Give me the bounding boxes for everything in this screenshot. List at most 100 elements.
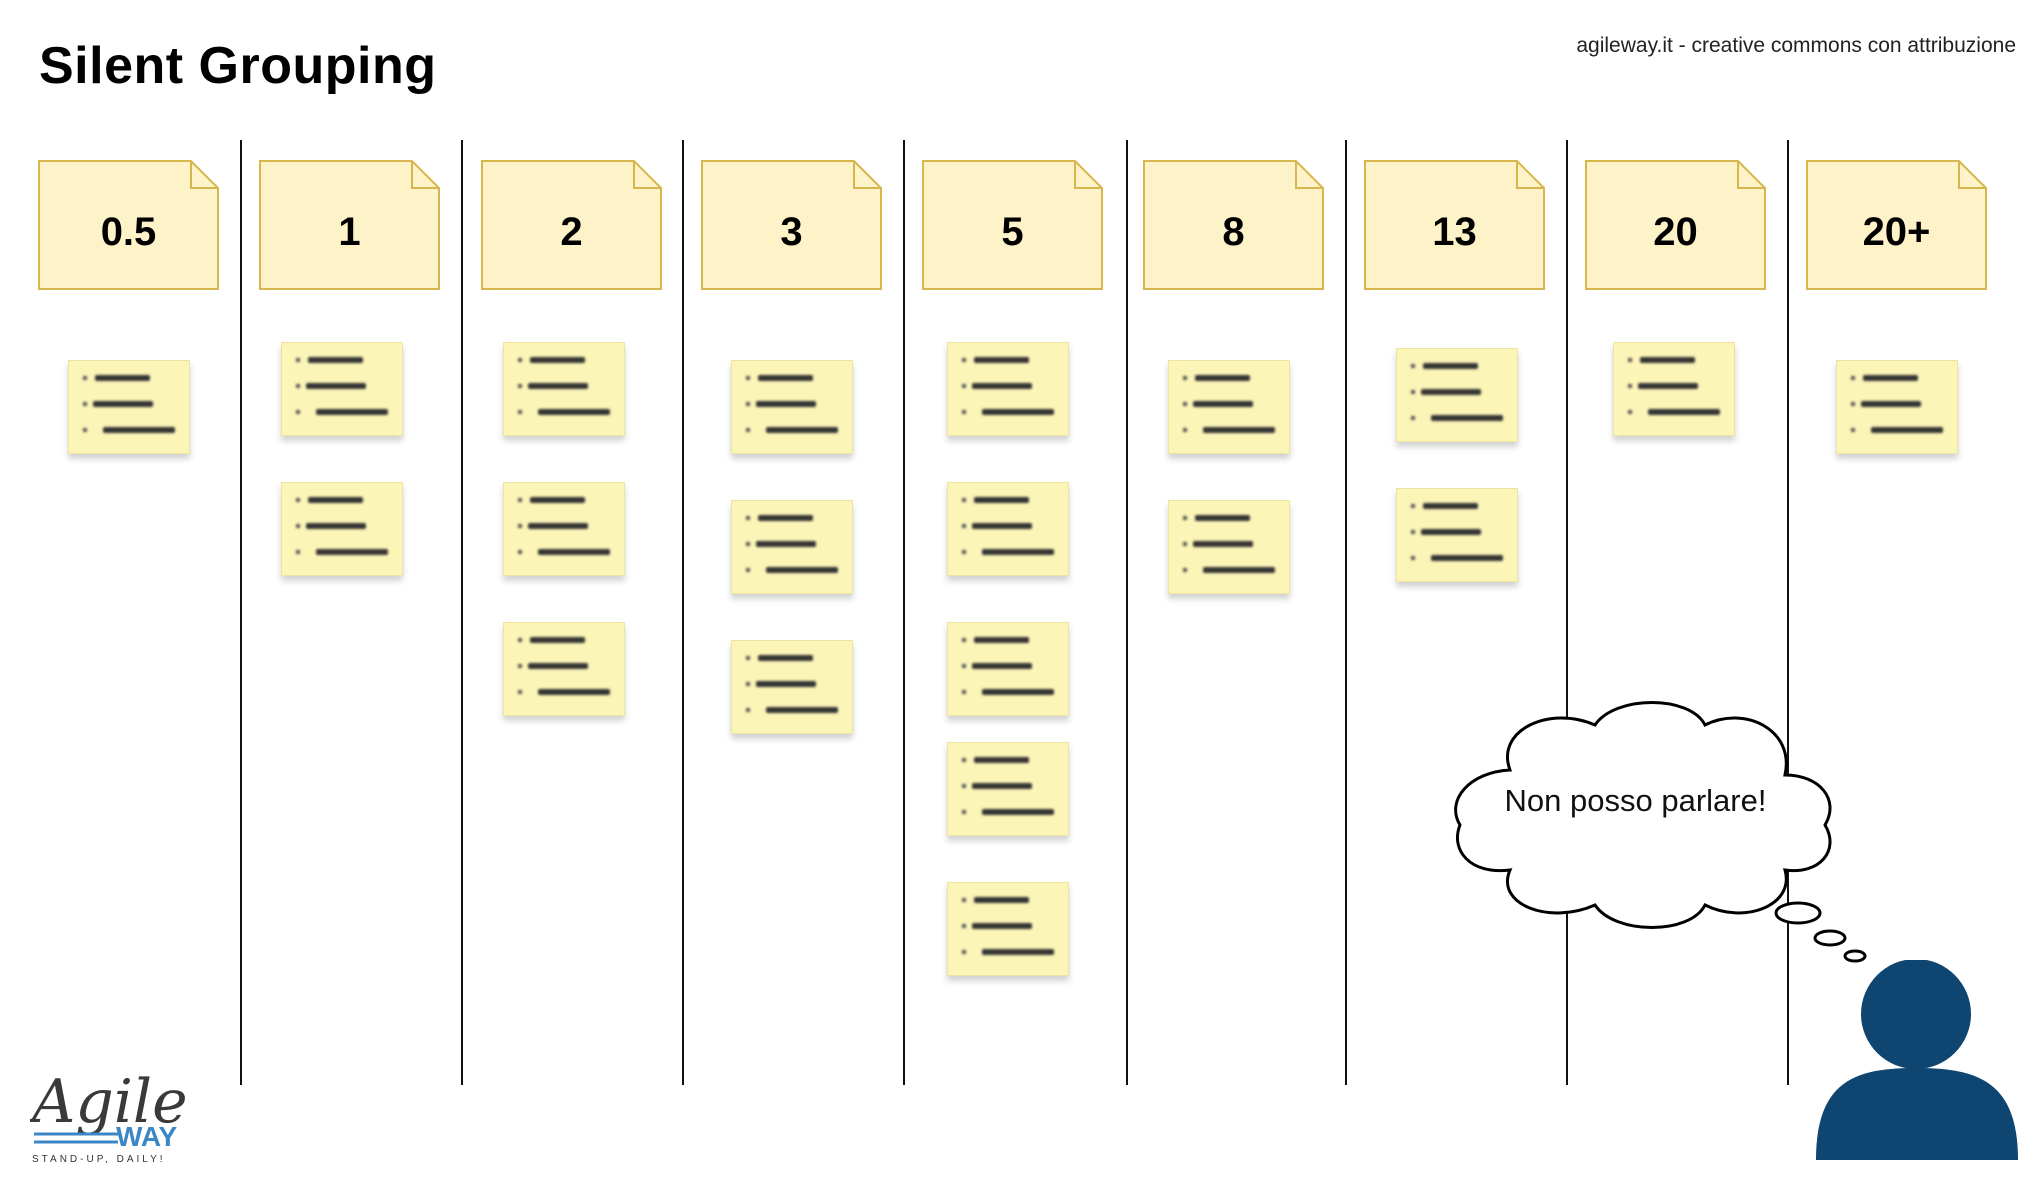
sticky-note-line [1851,401,1957,407]
page-title: Silent Grouping [39,37,437,95]
sticky-note-line [1628,357,1734,363]
estimate-column: 1 [259,0,480,1188]
sticky-note[interactable] [1396,348,1518,442]
sticky-note[interactable] [947,742,1069,836]
sticky-note-line [518,383,624,389]
sticky-note[interactable] [503,342,625,436]
sticky-note-line [962,809,1068,815]
sticky-note[interactable] [503,482,625,576]
estimate-card-label: 1 [338,209,361,254]
sticky-note[interactable] [947,342,1069,436]
estimate-card[interactable]: 13 [1364,160,1545,290]
sticky-note[interactable] [1396,488,1518,582]
sticky-note-line [746,401,852,407]
estimate-card-label: 3 [780,209,803,254]
estimate-card[interactable]: 3 [701,160,882,290]
sticky-note[interactable] [1836,360,1958,454]
sticky-note-line [296,409,402,415]
bubble-text: Non posso parlare! [1504,783,1767,818]
sticky-note[interactable] [503,622,625,716]
sticky-note-line [518,689,624,695]
sticky-note[interactable] [731,500,853,594]
credit-text: agileway.it - creative commons con attri… [1576,34,2016,57]
estimate-column: 8 [1143,0,1364,1188]
estimate-card-label: 20+ [1862,209,1931,254]
sticky-note-line [962,549,1068,555]
estimate-column: 20 [1585,0,1806,1188]
estimate-column: 20+ [1806,0,2027,1188]
sticky-note-line [83,427,189,433]
estimate-card-label: 20 [1653,209,1698,254]
sticky-note-line [1183,427,1289,433]
sticky-note-line [518,549,624,555]
sticky-note-line [962,923,1068,929]
estimate-card[interactable]: 20 [1585,160,1766,290]
sticky-note-line [746,681,852,687]
sticky-note-line [1183,541,1289,547]
sticky-note-line [962,523,1068,529]
column-divider [682,140,684,1085]
sticky-note-line [1411,389,1517,395]
sticky-note-line [296,549,402,555]
sticky-note-line [962,949,1068,955]
sticky-note-line [1183,567,1289,573]
sticky-note[interactable] [947,482,1069,576]
sticky-note-line [1183,401,1289,407]
estimate-card-label: 5 [1001,209,1024,254]
person-icon [1816,960,2018,1160]
sticky-note[interactable] [731,640,853,734]
estimate-card[interactable]: 2 [481,160,662,290]
estimate-card[interactable]: 20+ [1806,160,1987,290]
sticky-note-line [746,515,852,521]
sticky-note-line [518,409,624,415]
column-divider [903,140,905,1085]
column-divider [461,140,463,1085]
estimate-card[interactable]: 8 [1143,160,1324,290]
estimate-card[interactable]: 5 [922,160,1103,290]
estimate-card-label: 0.5 [100,209,157,254]
sticky-note-line [1411,529,1517,535]
estimate-card-label: 8 [1222,209,1245,254]
column-divider [1787,140,1789,1085]
sticky-note-line [1851,427,1957,433]
agileway-logo: Agile WAY STAND-UP, DAILY! [27,1062,200,1167]
sticky-note-line [746,655,852,661]
logo-word-agile: Agile [30,1067,188,1137]
sticky-note-line [1628,383,1734,389]
sticky-note-line [1411,555,1517,561]
estimate-column: 0.5 [38,0,259,1188]
sticky-note[interactable] [68,360,190,454]
sticky-note[interactable] [947,882,1069,976]
estimate-card[interactable]: 0.5 [38,160,219,290]
sticky-note-line [296,523,402,529]
column-divider [1345,140,1347,1085]
sticky-note-line [518,637,624,643]
column-divider [240,140,242,1085]
sticky-note[interactable] [1168,500,1290,594]
sticky-note-line [746,375,852,381]
sticky-note-line [746,541,852,547]
logo-tagline: STAND-UP, DAILY! [32,1154,166,1165]
sticky-note[interactable] [1613,342,1735,436]
sticky-note-line [962,783,1068,789]
sticky-note-line [1411,415,1517,421]
sticky-note-line [746,427,852,433]
sticky-note[interactable] [731,360,853,454]
thought-bubble [1454,701,1867,963]
sticky-note-line [1851,375,1957,381]
sticky-note[interactable] [1168,360,1290,454]
sticky-note-line [296,497,402,503]
sticky-note-line [746,707,852,713]
logo-word-way: WAY [116,1121,178,1152]
estimate-card-label: 2 [560,209,583,254]
sticky-note-line [518,357,624,363]
sticky-note-line [746,567,852,573]
sticky-note-line [962,757,1068,763]
sticky-note-line [83,375,189,381]
sticky-note[interactable] [281,482,403,576]
sticky-note-line [1628,409,1734,415]
sticky-note[interactable] [947,622,1069,716]
sticky-note[interactable] [281,342,403,436]
estimate-card[interactable]: 1 [259,160,440,290]
sticky-note-line [296,357,402,363]
